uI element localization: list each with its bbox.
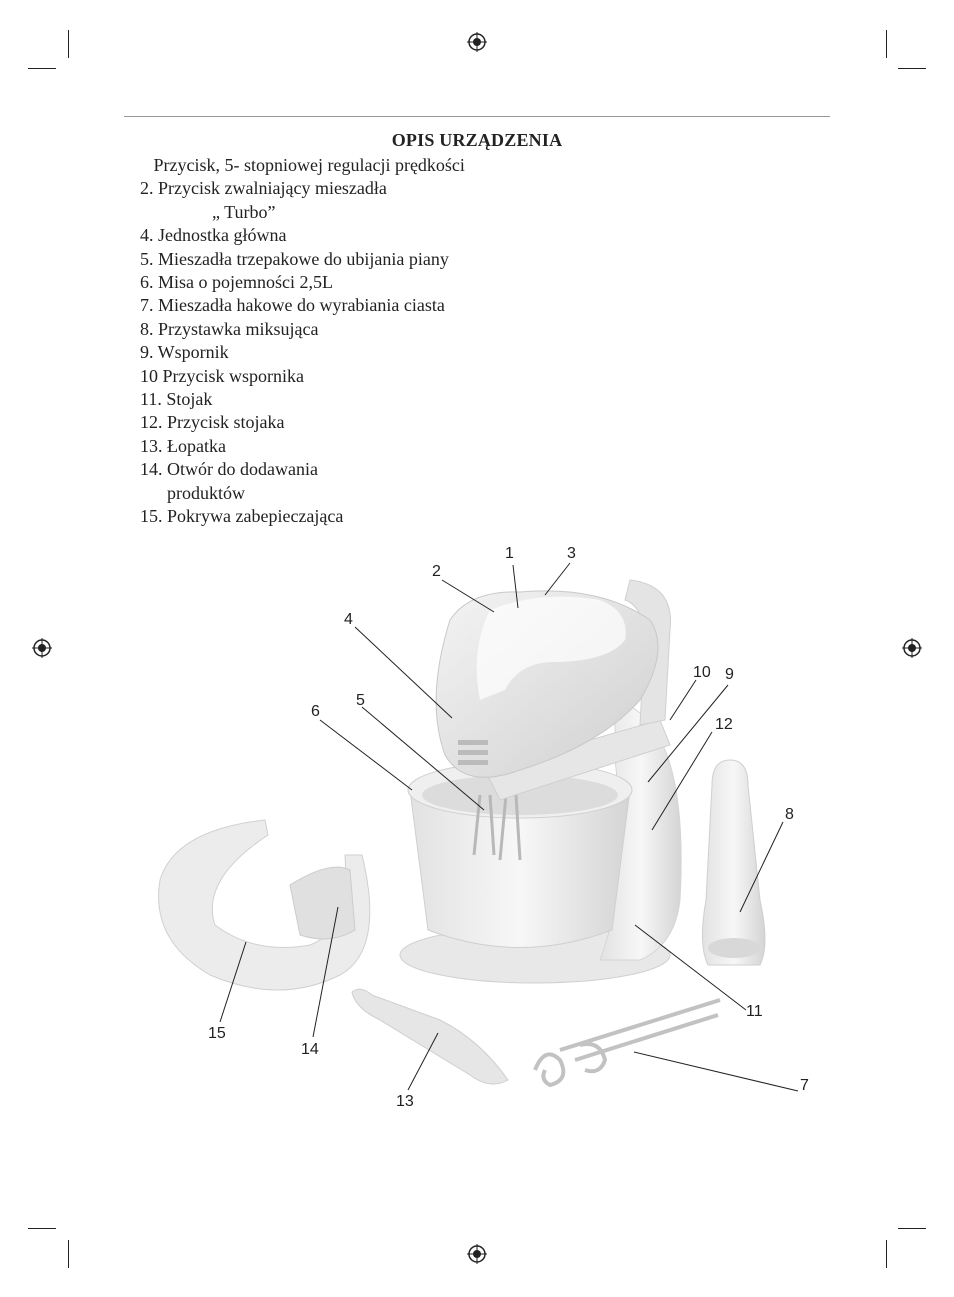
- dough-hooks: [533, 998, 721, 1088]
- callout-lines: [219, 562, 799, 1092]
- callout-12: 12: [715, 716, 733, 733]
- list-item: 5. Mieszadła trzepakowe do ubijania pian…: [140, 248, 449, 269]
- list-item: 7. Mieszadła hakowe do wyrabiania ciasta: [140, 295, 445, 316]
- registration-mark-icon: [32, 638, 52, 658]
- callout-3: 3: [567, 545, 576, 562]
- callout-11: 11: [746, 1003, 763, 1020]
- parts-list: Przycisk, 5- stopniowej regulacji prędko…: [140, 154, 465, 529]
- list-item: 14. Otwór do dodawania: [140, 459, 318, 480]
- callout-14: 14: [301, 1041, 319, 1058]
- crop-mark: [898, 68, 926, 69]
- header-rule: [124, 116, 830, 117]
- registration-mark-icon: [467, 32, 487, 52]
- callout-13: 13: [396, 1093, 414, 1110]
- list-item: 9. Wspornik: [140, 342, 229, 363]
- crop-mark: [28, 68, 56, 69]
- callout-9: 9: [725, 666, 734, 683]
- list-item: 15. Pokrywa zabepieczająca: [140, 506, 344, 527]
- crop-mark: [886, 1240, 887, 1268]
- stand-base: [399, 699, 682, 984]
- crop-mark: [28, 1228, 56, 1229]
- page-title: OPIS URZĄDZENIA: [391, 130, 563, 150]
- callout-10: 10: [693, 664, 711, 681]
- main-unit: [435, 590, 659, 778]
- callout-5: 5: [356, 692, 365, 709]
- list-item: 8. Przystawka miksująca: [140, 318, 319, 339]
- list-item: 13. Łopatka: [140, 435, 226, 456]
- registration-mark-icon: [467, 1244, 487, 1264]
- callout-4: 4: [344, 611, 353, 628]
- crop-mark: [886, 30, 887, 58]
- support-arm: [484, 719, 671, 801]
- crop-mark: [68, 1240, 69, 1268]
- crop-mark: [68, 30, 69, 58]
- crop-mark: [898, 1228, 926, 1229]
- registration-mark-icon: [902, 638, 922, 658]
- callout-6: 6: [311, 703, 320, 720]
- list-item: 2. Przycisk zwalniający mieszadła: [140, 178, 387, 199]
- beaters: [472, 794, 522, 861]
- list-item: Przycisk, 5- stopniowej regulacji prędko…: [140, 155, 465, 175]
- list-item: 6. Misa o pojemności 2,5L: [140, 272, 333, 293]
- callout-1: 1: [505, 545, 514, 562]
- callout-7: 7: [800, 1077, 809, 1094]
- callout-8: 8: [785, 806, 794, 823]
- protective-cover: [158, 819, 371, 991]
- list-item: „ Turbo”: [140, 201, 276, 222]
- list-item: 4. Jednostka główna: [140, 225, 287, 246]
- callout-15: 15: [208, 1025, 226, 1042]
- list-item: 12. Przycisk stojaka: [140, 412, 285, 433]
- mixer-illustration: 1 2 3 4 5 6 7 8 9 10 11 12 13 14 15: [158, 545, 809, 1110]
- list-item: produktów: [140, 482, 245, 503]
- blender-attachment: [701, 759, 766, 966]
- spatula: [351, 988, 509, 1085]
- callout-2: 2: [432, 563, 441, 580]
- list-item: 10 Przycisk wspornika: [140, 365, 304, 386]
- list-item: 11. Stojak: [140, 389, 213, 410]
